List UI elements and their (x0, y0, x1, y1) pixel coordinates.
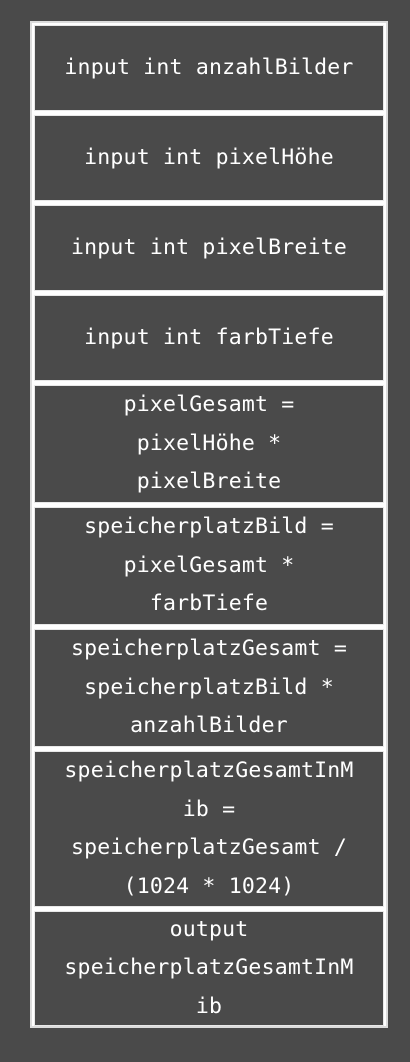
step-text: pixelGesamt = pixelHöhe * pixelBreite (123, 392, 295, 495)
step-text: input int pixelBreite (70, 234, 348, 260)
step-calc-speicherplatz-gesamt: speicherplatzGesamt = speicherplatzBild … (34, 629, 384, 747)
step-calc-speicherplatz-mib: speicherplatzGesamtInM ib = speicherplat… (34, 751, 384, 907)
step-text: input int anzahlBilder (64, 54, 354, 80)
step-output: output speicherplatzGesamtInM ib (34, 911, 384, 1026)
step-text: input int farbTiefe (84, 324, 334, 350)
step-text: input int pixelHöhe (84, 144, 334, 170)
step-text: speicherplatzBild = pixelGesamt * farbTi… (84, 514, 334, 617)
step-input-farb-tiefe: input int farbTiefe (34, 295, 384, 381)
step-text: output speicherplatzGesamtInM ib (64, 916, 354, 1019)
step-calc-speicherplatz-bild: speicherplatzBild = pixelGesamt * farbTi… (34, 507, 384, 625)
step-input-anzahl-bilder: input int anzahlBilder (34, 25, 384, 111)
step-input-pixel-hoehe: input int pixelHöhe (34, 115, 384, 201)
step-calc-pixel-gesamt: pixelGesamt = pixelHöhe * pixelBreite (34, 385, 384, 503)
step-input-pixel-breite: input int pixelBreite (34, 205, 384, 291)
step-text: speicherplatzGesamtInM ib = speicherplat… (64, 758, 354, 899)
flowchart: input int anzahlBilder input int pixelHö… (30, 21, 388, 1028)
step-text: speicherplatzGesamt = speicherplatzBild … (70, 636, 348, 739)
